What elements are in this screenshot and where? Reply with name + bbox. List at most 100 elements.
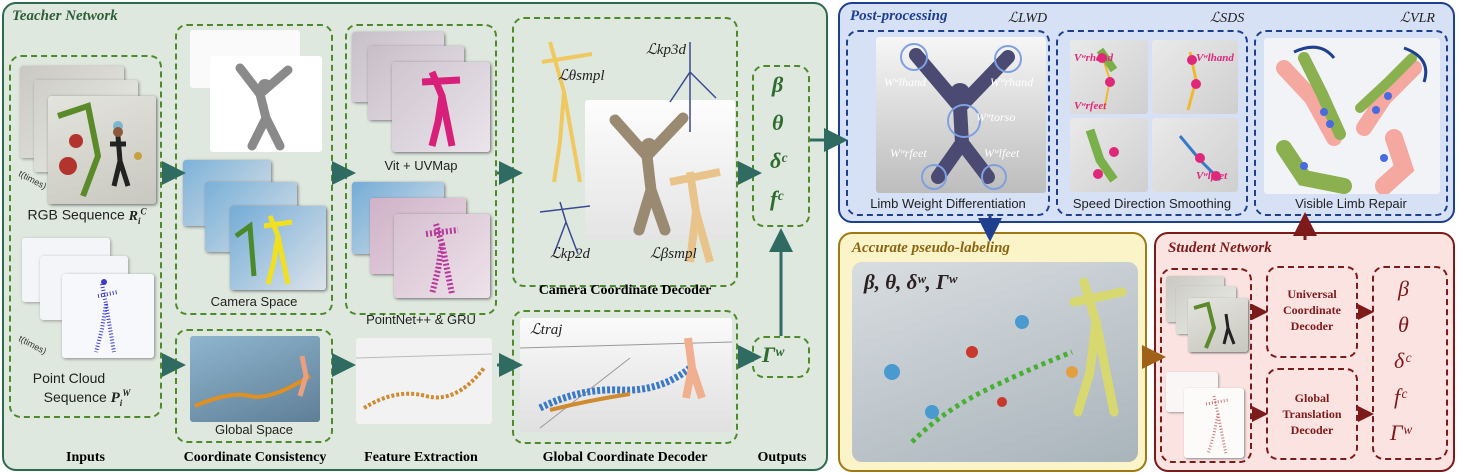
- rgb-sup: C: [140, 206, 147, 216]
- output-beta: β: [772, 72, 784, 97]
- student-output-delta-c: δᶜ: [1394, 348, 1411, 373]
- global-decoder-trajectory: [520, 337, 732, 429]
- loss-vlr: ℒVLR: [1400, 11, 1435, 26]
- pointcloud-image: [94, 279, 119, 353]
- lwd-box: [846, 30, 1050, 216]
- inputs-box: [9, 55, 162, 418]
- vlr-box: [1254, 30, 1448, 216]
- loss-sds: ℒSDS: [1210, 11, 1245, 26]
- pc-sub: i: [119, 398, 123, 408]
- uvmap-image: [421, 70, 461, 147]
- student-output-f-c: fᶜ: [1394, 384, 1406, 409]
- pc-label-line2: Sequence PiW: [14, 388, 160, 408]
- universal-decoder-label: Universal Coordinate Decoder: [1266, 286, 1358, 334]
- universal-decoder-line3: Decoder: [1290, 319, 1334, 333]
- vit-label: Vit + UVMap: [384, 158, 458, 173]
- rgb-frame-front: [48, 96, 156, 204]
- outputs-top-box: [752, 65, 810, 227]
- lwd-weight-lfeet: Wʷlfeet: [984, 146, 1020, 160]
- sds-vector-rhand: Vʷrhand: [1074, 52, 1114, 64]
- lwd-weight-rhand: Wʷrhand: [990, 75, 1034, 89]
- camera-space-label: Camera Space: [210, 294, 298, 309]
- global-decoder-line1: Global: [1294, 391, 1330, 405]
- pointnet-frame-front: [394, 214, 490, 298]
- loss-lwd: ℒLWD: [1008, 11, 1048, 26]
- global-space-label: Global Space: [214, 422, 294, 437]
- pseudo-labeling-title: Accurate pseudo-labeling: [852, 240, 1010, 256]
- student-pc-image: [1205, 395, 1229, 455]
- output-f-c: fᶜ: [770, 186, 783, 211]
- pc-symbol: P: [110, 390, 120, 406]
- camera-rgb-front: [230, 206, 326, 290]
- kp2d-skeleton: [539, 201, 591, 255]
- universal-decoder-line2: Coordinate: [1283, 303, 1341, 317]
- global-decoder-line3: Decoder: [1290, 423, 1334, 437]
- feature-trajectory-svg: [356, 353, 492, 410]
- sds-vector-rfeet: Vʷrfeet: [1074, 100, 1107, 112]
- camera-decoder-human: [609, 112, 689, 236]
- student-network-title: Student Network: [1168, 240, 1272, 256]
- loss-beta: ℒβsmpl: [650, 246, 697, 262]
- lwd-caption: Limb Weight Differentiation: [870, 196, 1026, 211]
- student-rgb-front: [1188, 298, 1248, 352]
- camera-mesh-front: [210, 56, 322, 152]
- caption-outputs: Outputs: [757, 450, 807, 465]
- rgb-sub: i: [138, 215, 141, 226]
- camera-decoder-label: Camera Coordinate Decoder: [538, 283, 712, 298]
- caption-inputs: Inputs: [66, 450, 105, 465]
- sds-limbs: [1085, 47, 1222, 183]
- rgb-sequence-label: RGB Sequence RiC: [14, 206, 160, 225]
- feature-trajectory-image: [356, 338, 492, 424]
- student-outputs-box: [1372, 266, 1448, 460]
- lwd-image: [876, 37, 1046, 193]
- student-output-beta: β: [1398, 276, 1409, 301]
- caption-feature: Feature Extraction: [364, 450, 478, 465]
- output-gamma-w: Γʷ: [762, 342, 784, 367]
- rgb-symbol: R: [128, 208, 138, 224]
- sds-box: [1056, 30, 1248, 216]
- student-output-gamma-w: Γʷ: [1390, 420, 1412, 445]
- yellow-body-outline-left: [541, 41, 593, 183]
- sds-vector-lhand: Vʷlhand: [1196, 52, 1234, 64]
- universal-decoder-line1: Universal: [1287, 287, 1337, 301]
- kp3d-skeleton: [669, 42, 717, 132]
- pseudo-labeling-scene: [884, 277, 1127, 444]
- post-processing-title: Post-processing: [850, 8, 948, 24]
- camera-decoder-box: [512, 17, 738, 287]
- vlr-image: [1264, 38, 1440, 194]
- lwd-human: [900, 43, 1022, 190]
- vlr-limbs: [1276, 45, 1428, 194]
- loss-traj: ℒtraj: [530, 322, 563, 338]
- output-delta-c: δᶜ: [770, 148, 787, 173]
- student-pc-front: [1184, 388, 1244, 458]
- vlr-caption: Visible Limb Repair: [1295, 196, 1407, 211]
- output-theta: θ: [772, 110, 784, 135]
- sds-caption: Speed Direction Smoothing: [1072, 196, 1232, 211]
- global-space-image: [190, 336, 320, 422]
- pc-label-line2-text: Sequence: [43, 389, 107, 405]
- yellow-keypoints-image: [234, 215, 293, 285]
- caption-global-decoder: Global Coordinate Decoder: [542, 450, 708, 465]
- camera-decoder-skeletons: [539, 41, 721, 264]
- student-rgb-image: [1193, 301, 1236, 349]
- lwd-weight-lhand: Wʷlhand: [884, 75, 926, 89]
- point-features-image: [425, 223, 459, 295]
- lwd-weight-rfeet: Wʷrfeet: [890, 146, 927, 160]
- pointnet-label: PointNet++ & GRU: [366, 312, 476, 327]
- pointcloud-frame-front: [62, 274, 154, 358]
- global-space-box: [175, 329, 333, 443]
- loss-kp2d: ℒkp2d: [550, 246, 590, 262]
- beta-body-right: [669, 168, 721, 264]
- pseudo-labeling-symbols: β, θ, δʷ, Γʷ: [864, 270, 957, 294]
- human-mesh-image: [235, 63, 293, 151]
- rgb-sequence-text: RGB Sequence: [27, 206, 125, 223]
- pc-label-line1: Point Cloud: [32, 370, 106, 386]
- global-decoder-scene: [520, 318, 732, 432]
- sds-vector-lfeet: Vʷlfeet: [1196, 170, 1228, 182]
- teacher-network-title: Teacher Network: [12, 8, 118, 24]
- lwd-weight-torso: Wʷtorso: [976, 110, 1016, 124]
- global-translation-decoder-label: Global Translation Decoder: [1266, 390, 1358, 438]
- climbing-wall-image: [57, 102, 142, 198]
- loss-theta: ℒθsmpl: [558, 68, 605, 84]
- vit-frame-front: [392, 62, 490, 152]
